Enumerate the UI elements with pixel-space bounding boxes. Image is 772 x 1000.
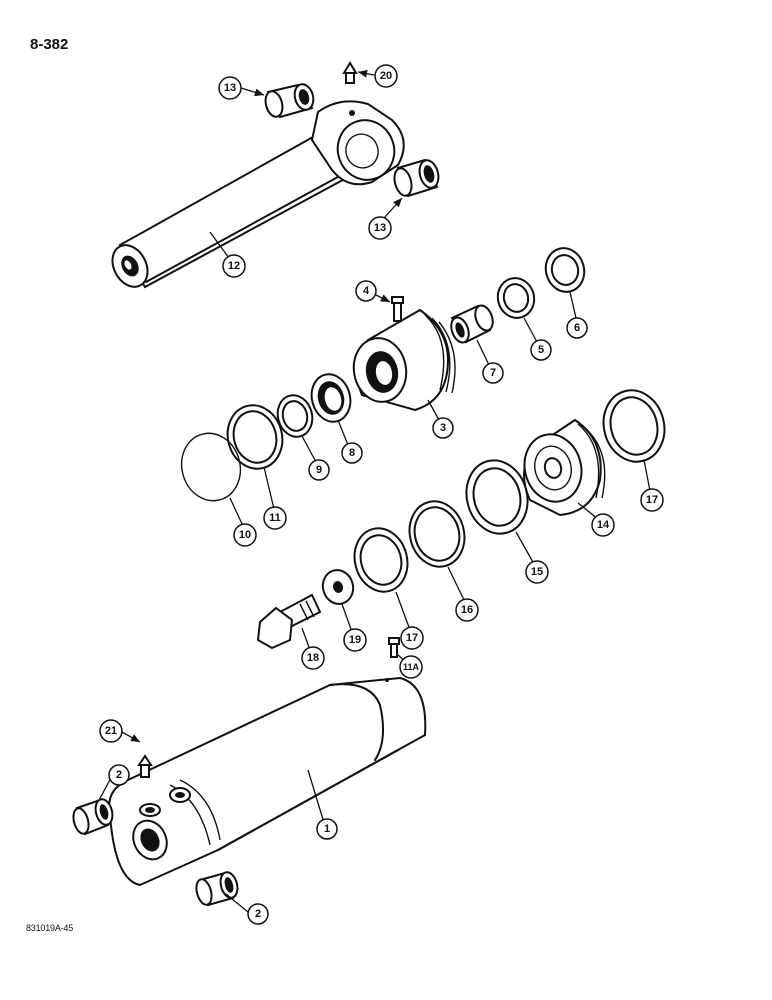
o-ring-9	[276, 394, 314, 438]
callout: 18	[301, 646, 325, 670]
piston-rod	[111, 100, 405, 289]
backup-ring-16	[408, 500, 466, 568]
svg-text:1: 1	[324, 823, 330, 835]
callout: 7	[482, 362, 504, 384]
svg-text:2: 2	[255, 908, 261, 920]
svg-text:12: 12	[228, 260, 240, 272]
svg-text:11A: 11A	[403, 662, 420, 672]
callout: 13	[218, 76, 242, 100]
svg-text:15: 15	[531, 566, 543, 578]
svg-text:11: 11	[269, 512, 281, 524]
bushing-barrel-lower	[195, 871, 239, 907]
wear-ring-17-lower	[353, 527, 409, 593]
svg-text:14: 14	[597, 519, 610, 531]
callout: 11	[263, 506, 287, 530]
svg-text:17: 17	[406, 632, 418, 644]
callout: 14	[591, 513, 615, 537]
callout: 6	[566, 317, 588, 339]
svg-text:4: 4	[363, 285, 370, 297]
callout: 13	[368, 216, 392, 240]
callout: 10	[233, 523, 257, 547]
bushing-lower	[393, 158, 440, 198]
o-ring-10	[180, 432, 242, 502]
callout: 2	[108, 764, 130, 786]
svg-text:7: 7	[490, 367, 496, 379]
callout: 15	[525, 560, 549, 584]
callout: 5	[530, 339, 552, 361]
svg-text:21: 21	[105, 725, 117, 737]
svg-text:2: 2	[116, 769, 122, 781]
set-screw	[391, 296, 404, 322]
callout: 8	[341, 442, 363, 464]
callout: 21	[99, 719, 123, 743]
callout: 9	[308, 459, 330, 481]
svg-text:13: 13	[374, 222, 386, 234]
svg-text:17: 17	[646, 494, 658, 506]
bolt	[256, 593, 322, 650]
piston	[523, 418, 606, 517]
callout: 12	[222, 254, 246, 278]
grease-fitting-bottom	[137, 754, 153, 778]
callout: 2	[247, 903, 269, 925]
callout: 16	[455, 598, 479, 622]
svg-text:9: 9	[316, 464, 322, 476]
callout: 17	[640, 488, 664, 512]
svg-text:18: 18	[307, 652, 319, 664]
rod-wiper-6	[544, 247, 586, 293]
wear-ring-7	[450, 304, 494, 344]
svg-text:13: 13	[224, 82, 236, 94]
piston-seal-15	[465, 459, 529, 535]
washer	[321, 569, 355, 605]
callout: 1	[316, 818, 338, 840]
callout: 17	[400, 626, 424, 650]
bushing-upper	[264, 83, 315, 119]
cylinder-head	[352, 308, 456, 412]
callout: 20	[374, 64, 398, 88]
leader-lines	[97, 69, 651, 913]
svg-text:16: 16	[461, 604, 473, 616]
svg-text:8: 8	[349, 447, 355, 459]
callout: 4	[355, 280, 377, 302]
cylinder-barrel	[108, 676, 427, 887]
callout: 19	[343, 628, 367, 652]
svg-text:3: 3	[440, 422, 446, 434]
backup-ring-8	[310, 373, 352, 423]
figure-code: 831019A-45	[26, 923, 74, 933]
callout: 11A	[399, 655, 423, 679]
bleed-screw	[388, 637, 400, 658]
svg-text:20: 20	[380, 70, 392, 82]
bushing-barrel-upper	[72, 798, 114, 836]
callout: 3	[432, 417, 454, 439]
svg-text:19: 19	[349, 634, 361, 646]
svg-text:6: 6	[574, 322, 580, 334]
rod-seal-5	[496, 277, 536, 319]
svg-text:10: 10	[239, 529, 251, 541]
backup-ring-11	[226, 404, 284, 470]
svg-text:5: 5	[538, 344, 544, 356]
wear-ring-17-upper	[602, 389, 666, 463]
page-number: 8-382	[30, 36, 69, 53]
grease-fitting-top	[342, 61, 358, 84]
